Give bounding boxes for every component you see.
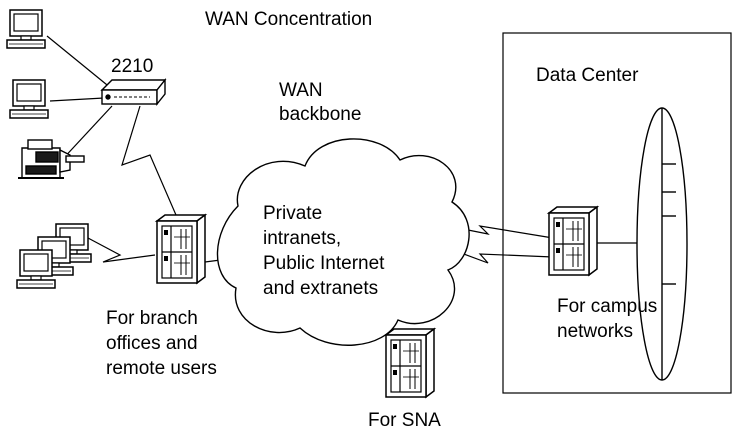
cloud-icon (216, 138, 470, 346)
device-label-2210: 2210 (111, 56, 154, 77)
cloud-text-line: and extranets (263, 278, 379, 299)
cloud-text-line: intranets, (263, 228, 342, 249)
backbone-label-line: WAN (279, 80, 323, 101)
sna-label: For SNA (368, 410, 441, 431)
data-center-box (502, 32, 732, 394)
router-icon (385, 328, 435, 398)
router-icon (548, 206, 598, 276)
connection-lines (46, 35, 637, 264)
branch-label-line: remote users (106, 358, 217, 379)
backbone-label: WAN backbone (279, 79, 361, 127)
desktop-computer-icon (9, 79, 49, 119)
campus-label-line: For campus (557, 296, 658, 317)
diagram-title: WAN Concentration (205, 9, 373, 30)
desktop-computer-icon (16, 249, 56, 289)
campus-label-line: networks (557, 321, 634, 342)
backbone-label-line: backbone (279, 104, 362, 125)
data-center-label: Data Center (536, 65, 639, 86)
branch-label-line: offices and (106, 333, 198, 354)
cloud-text: Private intranets, Public Internet and e… (263, 201, 384, 301)
branch-label-line: For branch (106, 308, 198, 329)
cloud-text-line: Private (263, 203, 323, 224)
campus-label: For campus networks (557, 294, 657, 344)
desktop-computer-icon (6, 9, 46, 49)
ring-network-icon (636, 107, 688, 381)
modem-icon (100, 78, 167, 106)
cloud-text-line: Public Internet (263, 253, 385, 274)
router-icon (156, 214, 206, 284)
branch-label: For branch offices and remote users (106, 306, 217, 381)
printer-icon (18, 139, 85, 179)
